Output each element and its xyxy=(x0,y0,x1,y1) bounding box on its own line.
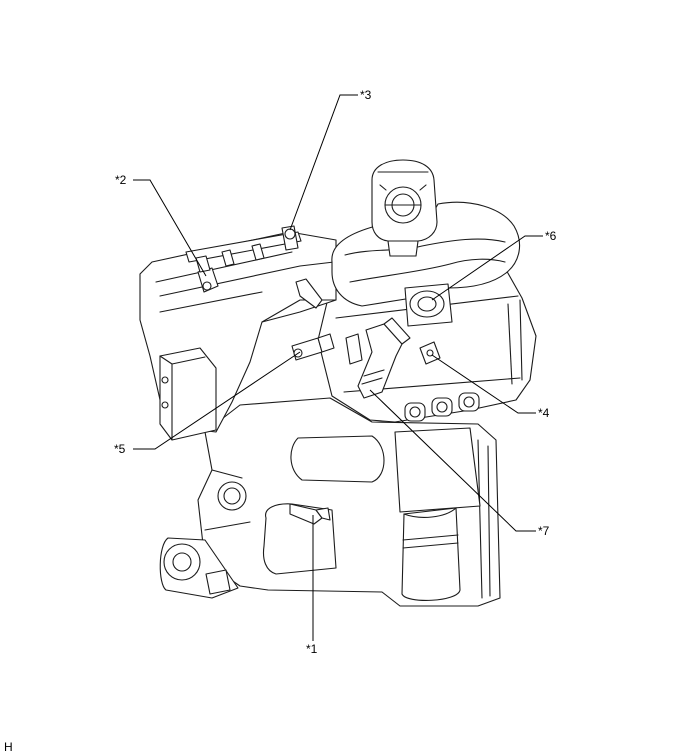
callout-label-7: *7 xyxy=(538,524,550,538)
callout-line-6 xyxy=(431,235,543,301)
block-plug-inner xyxy=(223,487,241,505)
block-rib-right-1 xyxy=(477,439,483,599)
part-1-sensor xyxy=(289,503,323,525)
callout-line-5 xyxy=(133,351,301,450)
crank-pulley-hub xyxy=(172,552,192,572)
part-2-bracket xyxy=(195,255,211,273)
part-6-flange-inner xyxy=(417,296,437,312)
corner-mark: H xyxy=(4,740,13,754)
left-head-rib-1 xyxy=(155,251,293,283)
exhaust-port-3-hole xyxy=(463,396,475,408)
callout-label-6: *6 xyxy=(545,229,557,243)
plenum-contour-1 xyxy=(344,238,506,256)
exhaust-port-1-hole xyxy=(409,406,421,418)
left-head-side xyxy=(261,299,337,323)
injector-1 xyxy=(221,249,235,267)
callout-line-3 xyxy=(289,94,358,231)
exhaust-port-2-hole xyxy=(436,401,448,413)
part-1-connector xyxy=(315,507,331,521)
callout-label-2: *2 xyxy=(115,173,127,187)
callout-line-4 xyxy=(431,354,536,414)
callout-labels: *1 *2 *3 *4 *5 *6 *7 H xyxy=(4,88,557,754)
block-rib-right-2 xyxy=(487,445,491,597)
callout-leaders xyxy=(133,94,543,641)
side-module-edge xyxy=(159,355,206,441)
callout-line-2 xyxy=(133,179,207,277)
callout-line-7 xyxy=(369,389,536,532)
throttle-body-rib xyxy=(377,171,429,191)
part-4-sensor-tip xyxy=(426,349,434,357)
callout-label-1: *1 xyxy=(306,642,318,656)
part-7-connector xyxy=(383,317,411,345)
side-module-bolt-1 xyxy=(161,376,169,384)
part-5-connector xyxy=(317,333,335,353)
right-head-rib xyxy=(519,299,523,381)
ignition-coil-b xyxy=(345,333,363,365)
fuel-rail xyxy=(185,231,302,263)
injector-2 xyxy=(251,243,265,261)
left-head-front xyxy=(159,291,263,313)
callout-label-4: *4 xyxy=(538,406,550,420)
ignition-coil-a xyxy=(295,278,323,309)
side-module-bolt-2 xyxy=(161,401,169,409)
right-head-rib-2 xyxy=(507,303,513,385)
oil-filter-top xyxy=(403,507,457,518)
block-line-left xyxy=(204,469,251,531)
oil-filter xyxy=(401,507,461,601)
oil-filter-housing xyxy=(394,427,481,513)
pulley-bracket xyxy=(205,569,231,595)
callout-label-3: *3 xyxy=(360,88,372,102)
part-7-coil-rings xyxy=(361,369,385,385)
oil-filter-collar xyxy=(402,534,459,549)
bell-housing-bulge xyxy=(290,435,385,483)
part-3-sensor-head xyxy=(284,228,296,240)
engine-drawing xyxy=(139,159,537,607)
plenum-contour-2 xyxy=(349,258,506,283)
throttle-neck xyxy=(387,240,419,257)
callout-label-5: *5 xyxy=(114,442,126,456)
part-2-sensor-tip xyxy=(202,281,212,291)
